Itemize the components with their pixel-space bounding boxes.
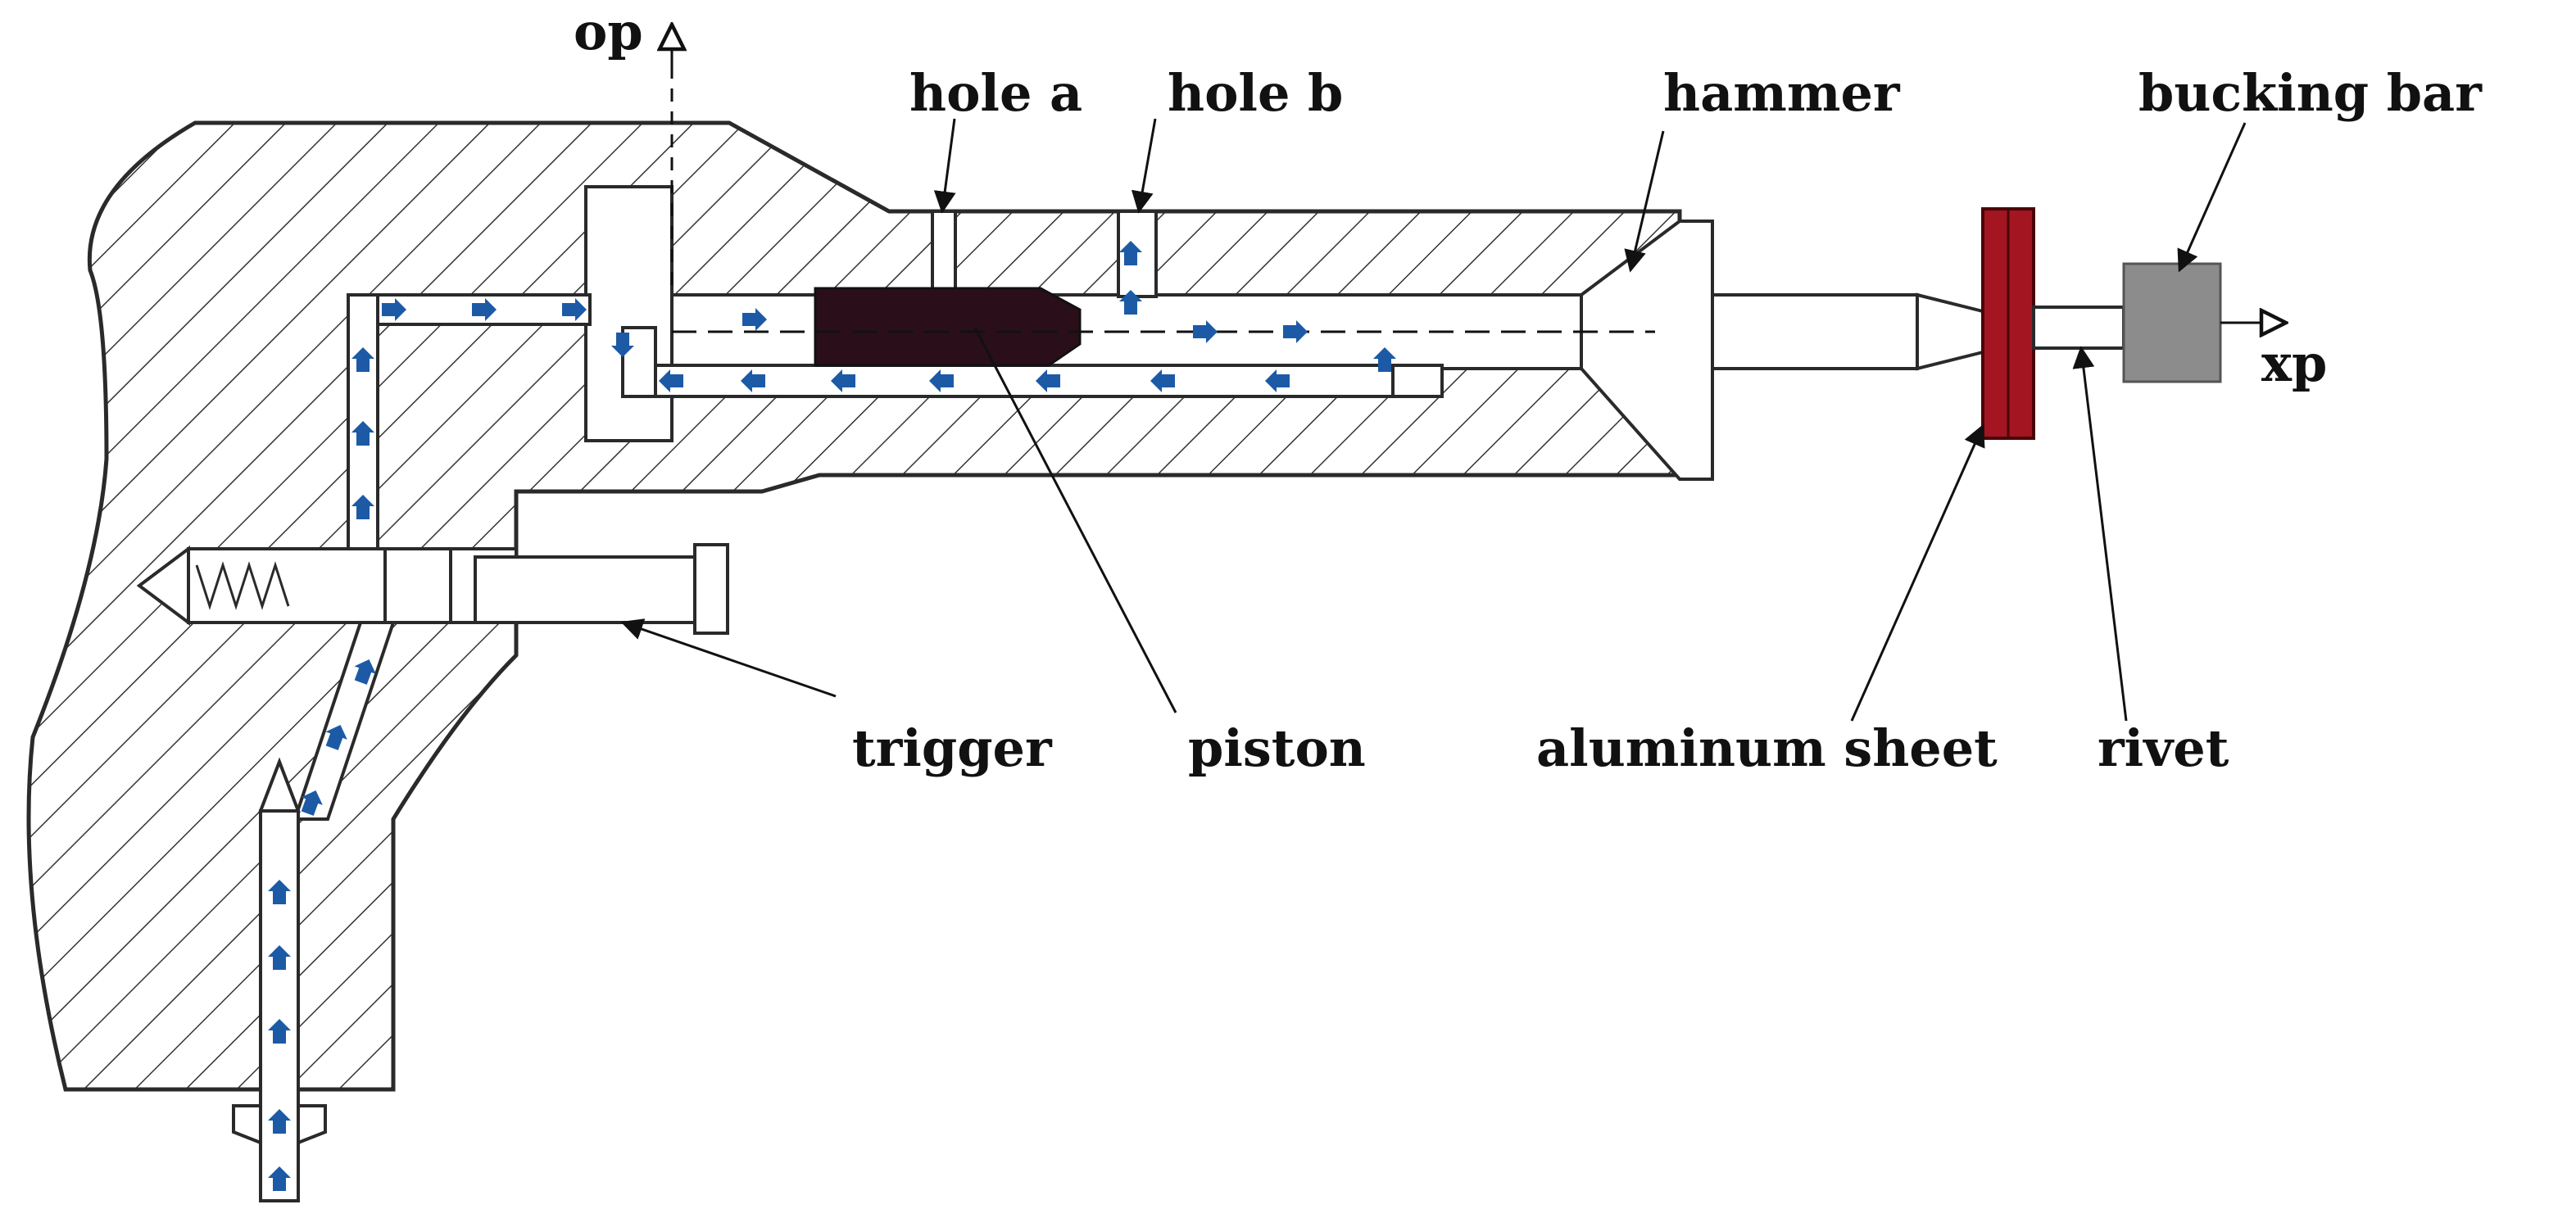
air-flow-arrow [831, 369, 855, 392]
air-flow-arrow [611, 333, 634, 357]
label-bucking-bar: bucking bar [2138, 63, 2483, 123]
trigger-valve [136, 543, 729, 635]
leader-piston [973, 327, 1177, 713]
leader-bucking-bar [2177, 122, 2247, 273]
label-hammer: hammer [1663, 63, 1901, 123]
air-flow-arrow [382, 298, 406, 321]
hammer-shank [1711, 293, 1919, 370]
air-flow-arrow [1193, 320, 1218, 343]
air-flow-arrows [268, 241, 1396, 1191]
air-flow-arrow [1150, 369, 1175, 392]
air-flow-arrow [268, 1109, 291, 1134]
hammer-chamber [1580, 220, 1714, 481]
air-flow-arrow [268, 880, 291, 904]
leader-rivet [2072, 346, 2128, 722]
air-flow-arrow [659, 369, 683, 392]
labels: op hole a hole b hammer bucking bar xp t… [574, 2, 2483, 778]
leader-aluminum-sheet [1850, 423, 1985, 722]
label-trigger: trigger [852, 718, 1053, 778]
aluminum-sheet [1981, 207, 2035, 440]
air-flow-arrow [268, 1166, 291, 1191]
air-flow-arrow [929, 369, 954, 392]
air-flow-arrow [301, 790, 323, 816]
air-flow-arrow [1119, 290, 1142, 315]
label-xp: xp [2261, 333, 2327, 393]
air-flow-arrow [1283, 320, 1308, 343]
label-piston: piston [1188, 718, 1366, 778]
inlet-passage [259, 809, 300, 1202]
trigger-button [693, 543, 729, 635]
label-aluminum-sheet: aluminum sheet [1536, 718, 1998, 778]
inlet-fitting [232, 1104, 327, 1144]
return-passage-end [1391, 364, 1444, 398]
air-flow-arrow [354, 659, 376, 685]
valve-spool [383, 547, 452, 624]
valve-spring [195, 561, 290, 610]
air-flow-arrow [325, 724, 347, 750]
air-flow-arrow [1373, 347, 1396, 372]
air-flow-arrow [351, 421, 374, 446]
valve-block [584, 185, 673, 442]
leader-hole-b [1131, 118, 1157, 214]
leader-trigger [620, 618, 837, 698]
air-flow-arrow [351, 495, 374, 519]
trigger-stem [474, 555, 714, 624]
air-flow-arrow [268, 945, 291, 970]
label-hole-b: hole b [1168, 63, 1343, 123]
label-hole-a: hole a [909, 63, 1082, 123]
piston [814, 287, 1082, 367]
rivet [2032, 306, 2125, 350]
air-flow-arrow [1036, 369, 1060, 392]
hammer-nose [1916, 292, 1984, 371]
label-rivet: rivet [2098, 718, 2229, 778]
hammer-assembly [1711, 292, 1984, 371]
leader-hammer [1624, 130, 1665, 273]
leader-lines [620, 118, 2247, 722]
inlet-tip [258, 757, 301, 813]
air-flow-arrow [1265, 369, 1290, 392]
valve-tip [136, 546, 190, 626]
bucking-bar [2122, 262, 2222, 383]
valve-bore [187, 547, 518, 624]
return-passage-rear [621, 326, 657, 398]
air-flow-arrow [472, 298, 497, 321]
rivet-shank [2032, 306, 2125, 350]
hole-a-vent [931, 210, 957, 298]
leader-hole-a [933, 118, 956, 214]
air-flow-arrow [742, 308, 767, 331]
air-flow-arrow [1119, 241, 1142, 265]
label-op: op [574, 2, 643, 61]
air-flow-arrow [268, 1019, 291, 1044]
air-flow-arrow [562, 298, 587, 321]
air-flow-arrow [741, 369, 765, 392]
air-flow-arrow [351, 347, 374, 372]
